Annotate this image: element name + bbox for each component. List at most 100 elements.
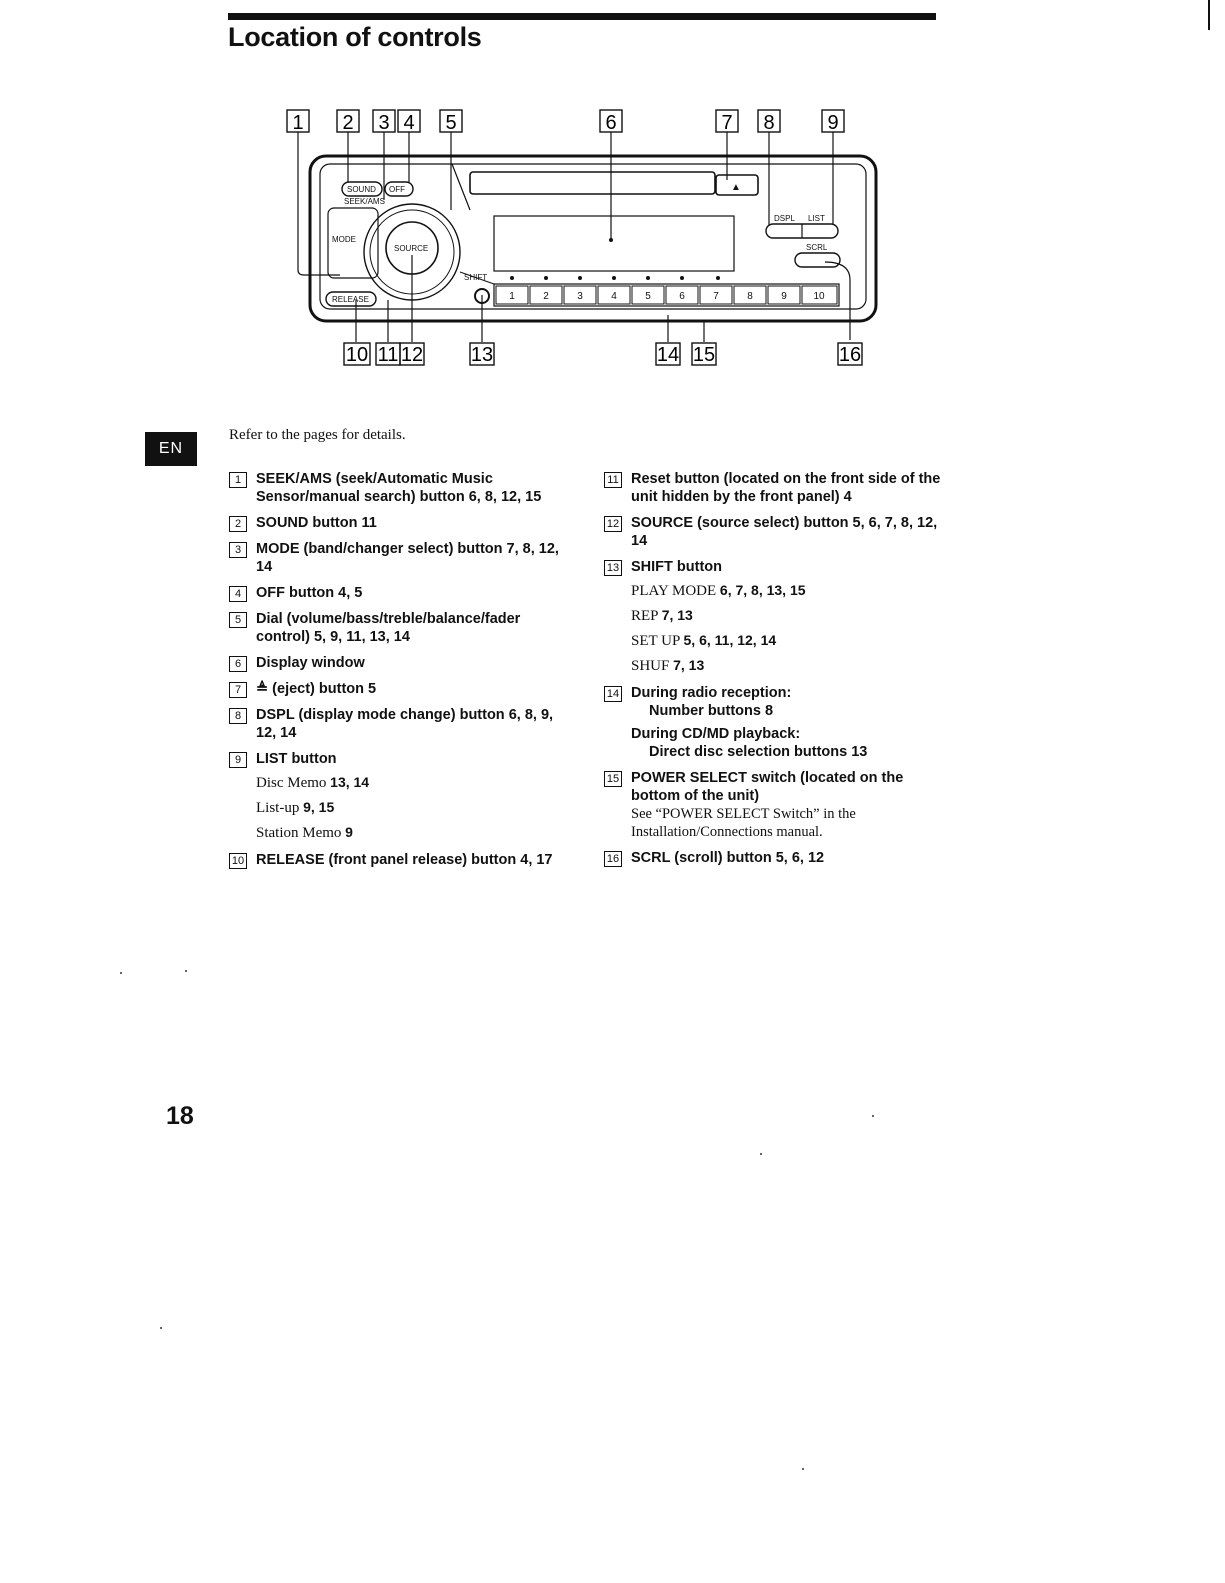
item-text: SCRL (scroll) button 5, 6, 12 (631, 850, 825, 866)
callout-8: 8 (763, 112, 774, 134)
scan-speck (760, 1153, 762, 1155)
sub-label: SET UP (631, 633, 680, 649)
preset-10: 10 (813, 291, 825, 302)
item-number: 14 (604, 686, 622, 702)
cd-heading: During CD/MD playback: (631, 726, 801, 742)
item-text: LIST button (256, 751, 337, 767)
label-scrl: SCRL (806, 243, 828, 252)
callout-3: 3 (378, 112, 389, 134)
sub-entry: List-up 9, 15 (256, 798, 559, 818)
item-number: 6 (229, 656, 247, 672)
label-list: LIST (808, 214, 825, 223)
list-item: 14 During radio reception: Number buttons… (604, 684, 949, 761)
callout-11: 11 (378, 344, 399, 366)
item-number: 2 (229, 516, 247, 532)
sub-entry: Disc Memo 13, 14 (256, 773, 559, 793)
item-text: OFF button 4, 5 (256, 585, 363, 601)
label-seek-ams: SEEK/AMS (344, 197, 385, 206)
page-number: 18 (166, 1102, 194, 1130)
language-tab: EN (145, 432, 197, 466)
list-item: 4 OFF button 4, 5 (229, 584, 559, 602)
item-text: During radio reception: (631, 685, 792, 701)
top-rule (228, 13, 936, 20)
sub-entry: PLAY MODE 6, 7, 8, 13, 15 (631, 581, 949, 601)
item-text: MODE (band/changer select) button 7, 8, … (256, 541, 559, 575)
item-number: 9 (229, 752, 247, 768)
item-number: 16 (604, 851, 622, 867)
item-text: SOURCE (source select) button 5, 6, 7, 8… (631, 515, 938, 549)
power-note: See “POWER SELECT Switch” in the Install… (631, 806, 856, 840)
label-release: RELEASE (332, 295, 369, 304)
sub-entry: SET UP 5, 6, 11, 12, 14 (631, 631, 949, 651)
list-item: 15 POWER SELECT switch (located on the bo… (604, 769, 949, 841)
label-dspl: DSPL (774, 214, 795, 223)
sub-pages: 6, 7, 8, 13, 15 (719, 582, 806, 598)
callout-12: 12 (401, 344, 423, 366)
item-text: ≜ (eject) button 5 (256, 681, 377, 697)
callouts-top (286, 109, 845, 133)
label-shift: SHIFT (464, 273, 487, 282)
sub-entry: REP 7, 13 (631, 606, 949, 626)
callout-13: 13 (471, 344, 493, 366)
list-item: 13 SHIFT button PLAY MODE 6, 7, 8, 13, 15… (604, 558, 949, 676)
label-source: SOURCE (394, 244, 428, 253)
scan-speck (802, 1468, 804, 1470)
label-mode: MODE (332, 235, 356, 244)
number-button-labels: 1 2 3 4 5 6 7 8 9 10 (509, 291, 825, 302)
callout-4: 4 (403, 112, 414, 134)
sub-pages: 7, 13 (673, 657, 705, 673)
preset-8: 8 (747, 291, 753, 302)
preset-dots (510, 238, 720, 280)
eject-icon: ▲ (731, 182, 741, 193)
callout-bottom-labels: 10 11 12 13 14 15 16 (346, 344, 861, 366)
radio-sub: Number buttons 8 (649, 703, 774, 719)
item-number: 7 (229, 682, 247, 698)
sub-pages: 9 (345, 824, 353, 840)
item-text: POWER SELECT switch (located on the bott… (631, 770, 904, 804)
callout-top-labels: 1 2 3 4 5 6 7 8 9 (292, 112, 838, 134)
sub-label: REP (631, 608, 658, 624)
item-number: 8 (229, 708, 247, 724)
label-off: OFF (389, 185, 405, 194)
preset-2: 2 (543, 291, 549, 302)
preset-1: 1 (509, 291, 515, 302)
list-item: 9 LIST button Disc Memo 13, 14 List-up 9,… (229, 750, 559, 843)
callout-6: 6 (605, 112, 616, 134)
callout-2: 2 (342, 112, 353, 134)
item-text: SOUND button 11 (256, 515, 377, 531)
scan-speck (185, 970, 187, 972)
callout-16: 16 (839, 344, 861, 366)
preset-3: 3 (577, 291, 583, 302)
item-text: DSPL (display mode change) button 6, 8, … (256, 707, 554, 741)
item-number: 4 (229, 586, 247, 602)
item-text: SHIFT button (631, 559, 723, 575)
item-text: RELEASE (front panel release) button 4, … (256, 852, 553, 868)
callout-9: 9 (827, 112, 838, 134)
list-item: 2 SOUND button 11 (229, 514, 559, 532)
list-item: 7 ≜ (eject) button 5 (229, 680, 559, 698)
item-number: 1 (229, 472, 247, 488)
control-labels: SOUND OFF SEEK/AMS MODE SOURCE SHIFT DSP… (332, 182, 828, 304)
sub-label: SHUF (631, 658, 670, 674)
scan-speck (160, 1327, 162, 1329)
sub-pages: 13, 14 (330, 774, 370, 790)
item-number: 5 (229, 612, 247, 628)
scan-speck (120, 972, 122, 974)
callout-10: 10 (346, 344, 368, 366)
scan-speck (872, 1115, 874, 1117)
page-title: Location of controls (228, 22, 482, 52)
item-number: 13 (604, 560, 622, 576)
unit-diagram: 1 2 3 4 5 6 7 8 9 (286, 109, 878, 366)
item-number: 15 (604, 771, 622, 787)
preset-9: 9 (781, 291, 787, 302)
intro-text: Refer to the pages for details. (229, 427, 406, 443)
callouts-bottom (343, 342, 863, 366)
sub-label: Disc Memo (256, 775, 327, 791)
item-number: 10 (229, 853, 247, 869)
preset-4: 4 (611, 291, 617, 302)
